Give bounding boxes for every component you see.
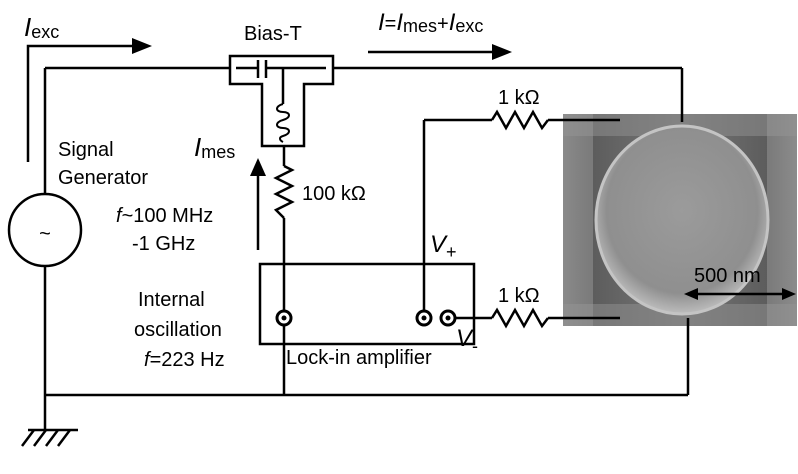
resistor-1k-bottom-icon bbox=[490, 307, 549, 329]
lockin-amplifier-box bbox=[258, 262, 476, 346]
label-freq-2: -1 GHz bbox=[132, 233, 195, 255]
lockin-terminals bbox=[275, 309, 457, 327]
label-r-bottom: 1 kΩ bbox=[498, 285, 540, 307]
label-bias-t: Bias-T bbox=[244, 23, 302, 45]
resistor-100k-icon bbox=[273, 164, 295, 219]
wires bbox=[43, 66, 690, 430]
sg-tilde: ~ bbox=[39, 223, 51, 245]
arrow-head-total bbox=[492, 44, 512, 60]
arrow-head-exc bbox=[132, 38, 152, 54]
label-freq-1: f~100 MHz bbox=[116, 205, 213, 227]
label-signal: Signal bbox=[58, 139, 114, 161]
label-i-mes: Imes bbox=[194, 132, 235, 162]
arrow-head-mes bbox=[250, 158, 266, 176]
bias-t bbox=[228, 54, 335, 148]
label-oscillation: oscillation bbox=[134, 319, 222, 341]
ground-icon bbox=[21, 428, 78, 447]
label-internal: Internal bbox=[138, 289, 205, 311]
scale-arrow-left bbox=[684, 288, 698, 300]
label-internal-freq: f=223 Hz bbox=[144, 349, 225, 371]
label-v-minus: V- bbox=[456, 325, 478, 356]
label-r-top: 1 kΩ bbox=[498, 87, 540, 109]
scale-arrow-right bbox=[782, 288, 796, 300]
label-r-mid: 100 kΩ bbox=[302, 183, 366, 205]
signal-generator-icon bbox=[7, 192, 83, 268]
label-i-total: I=Imes+Iexc bbox=[378, 9, 483, 36]
label-scale-bar: 500 nm bbox=[694, 265, 761, 287]
label-lockin: Lock-in amplifier bbox=[286, 347, 432, 369]
label-v-plus: V+ bbox=[430, 231, 457, 262]
label-i-exc: Iexc bbox=[24, 12, 59, 42]
current-arrows bbox=[26, 44, 790, 296]
inductor-icon bbox=[276, 103, 290, 143]
label-generator: Generator bbox=[58, 167, 148, 189]
resistor-1k-top-icon bbox=[490, 109, 549, 131]
